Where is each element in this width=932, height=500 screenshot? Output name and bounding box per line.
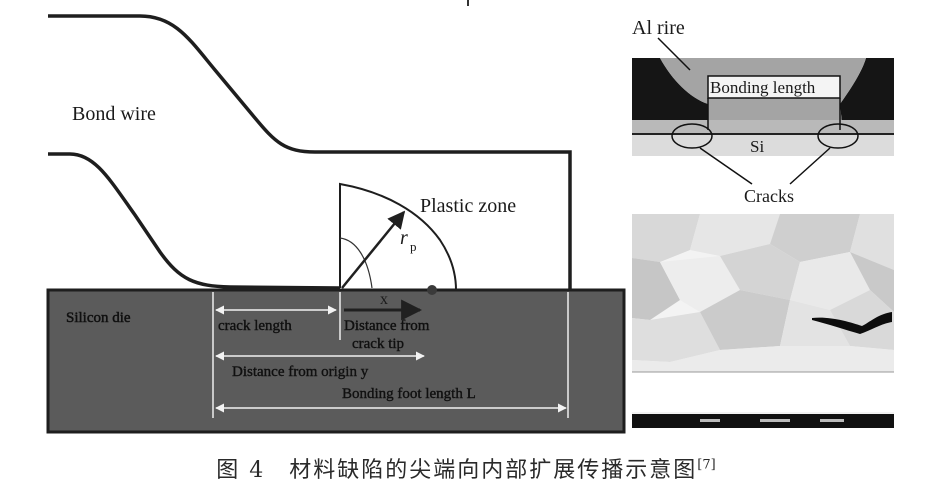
micrograph-cross-section [632,37,894,185]
micrograph-grain-structure [632,214,894,428]
bonding-foot-length-label: Bonding foot length L [342,386,476,402]
crack-tip-point [427,285,437,295]
bond-wire-label: Bond wire [72,103,156,125]
al-wire-label: Al rire [632,17,685,39]
bonding-length-label: Bonding length [710,78,816,97]
bond-wire-top-outline [48,14,572,290]
x-symbol: x [380,291,388,308]
caption-text: 图 4 材料缺陷的尖端向内部扩展传播示意图 [216,458,698,483]
rp-symbol: r [400,227,408,249]
silicon-die-label: Silicon die [66,310,131,326]
distance-from-crack-tip-label-2: crack tip [352,336,404,352]
plastic-zone-label: Plastic zone [420,195,516,217]
si-label: Si [750,137,764,156]
crack-length-label: crack length [218,318,292,334]
plastic-zone-arc [339,237,373,289]
silicon-die [46,288,626,434]
caption-reference: [7] [697,457,716,473]
distance-from-crack-tip-label-1: Distance from [344,318,430,334]
rp-radius-arrow [341,210,406,289]
figure-caption: 图 4 材料缺陷的尖端向内部扩展传播示意图[7] [0,452,932,484]
cracks-label: Cracks [744,186,794,206]
distance-from-origin-label: Distance from origin y [232,364,369,380]
bond-wire-bottom-outline [48,152,341,290]
plastic-zone-outline [339,182,457,291]
rp-subscript: p [410,239,417,254]
